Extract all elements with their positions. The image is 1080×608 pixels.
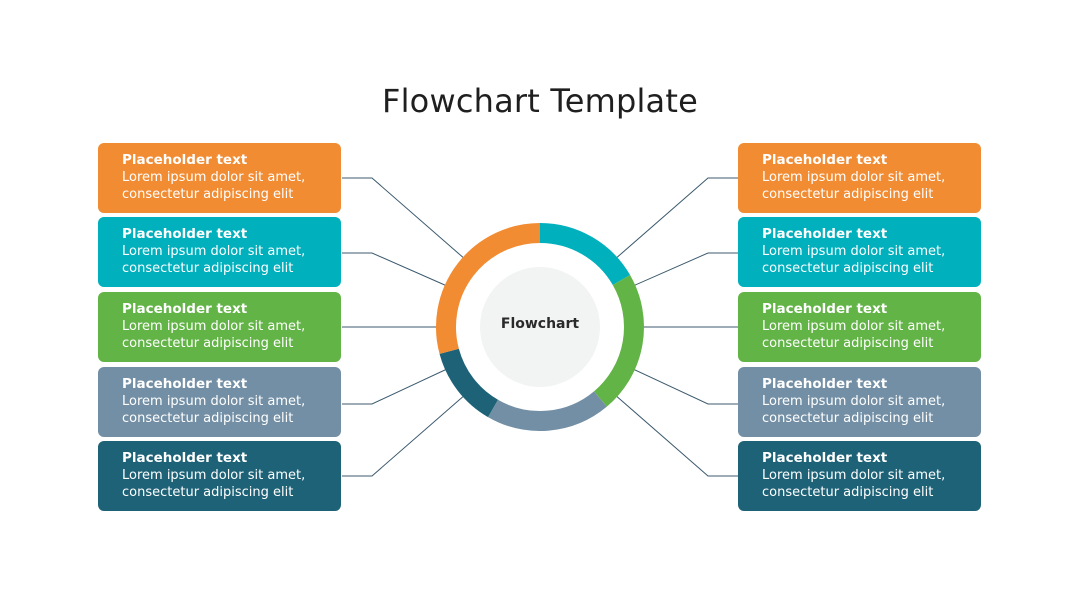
card-heading: Placeholder text — [122, 301, 248, 317]
card-right-3: Placeholder text Lorem ipsum dolor sit a… — [738, 292, 981, 362]
ring-segment-navy — [439, 348, 499, 418]
card-heading: Placeholder text — [122, 376, 248, 392]
card-heading: Placeholder text — [762, 301, 888, 317]
card-heading: Placeholder text — [762, 226, 888, 242]
card-heading: Placeholder text — [762, 152, 888, 168]
card-heading: Placeholder text — [122, 450, 248, 466]
card-left-3: Placeholder text Lorem ipsum dolor sit a… — [98, 292, 341, 362]
card-right-1: Placeholder text Lorem ipsum dolor sit a… — [738, 143, 981, 213]
card-right-5: Placeholder text Lorem ipsum dolor sit a… — [738, 441, 981, 511]
card-text-line1: Lorem ipsum dolor sit amet, — [122, 244, 306, 259]
card-text-line1: Lorem ipsum dolor sit amet, — [762, 170, 946, 185]
card-text-line1: Lorem ipsum dolor sit amet, — [122, 319, 306, 334]
connector-line-6 — [613, 177, 738, 261]
card-text-line2: consectetur adipiscing elit — [122, 261, 294, 276]
card-text-line1: Lorem ipsum dolor sit amet, — [762, 244, 946, 259]
card-text-line2: consectetur adipiscing elit — [762, 411, 934, 426]
connector-line-4 — [342, 368, 448, 405]
connector-lines — [342, 177, 738, 477]
connector-line-5 — [342, 393, 467, 477]
card-left-4: Placeholder text Lorem ipsum dolor sit a… — [98, 367, 341, 437]
card-text-line1: Lorem ipsum dolor sit amet, — [762, 468, 946, 483]
ring-segment-orange — [436, 223, 541, 354]
page-title: Flowchart Template — [381, 82, 699, 120]
card-text-line1: Lorem ipsum dolor sit amet, — [122, 394, 306, 409]
card-right-4: Placeholder text Lorem ipsum dolor sit a… — [738, 367, 981, 437]
card-text-line1: Lorem ipsum dolor sit amet, — [122, 170, 306, 185]
card-text-line2: consectetur adipiscing elit — [762, 261, 934, 276]
ring-segment-teal — [539, 223, 631, 286]
card-heading: Placeholder text — [762, 376, 888, 392]
card-heading: Placeholder text — [122, 226, 248, 242]
card-left-5: Placeholder text Lorem ipsum dolor sit a… — [98, 441, 341, 511]
card-text-line2: consectetur adipiscing elit — [762, 187, 934, 202]
card-text-line2: consectetur adipiscing elit — [122, 411, 294, 426]
connector-line-7 — [632, 252, 738, 287]
card-text-line2: consectetur adipiscing elit — [122, 187, 294, 202]
card-text-line2: consectetur adipiscing elit — [762, 485, 934, 500]
ring-segment-slate — [488, 391, 607, 431]
connector-line-9 — [632, 368, 738, 405]
card-right-2: Placeholder text Lorem ipsum dolor sit a… — [738, 217, 981, 287]
connector-line-2 — [342, 252, 448, 287]
card-left-2: Placeholder text Lorem ipsum dolor sit a… — [98, 217, 341, 287]
card-left-1: Placeholder text Lorem ipsum dolor sit a… — [98, 143, 341, 213]
card-text-line2: consectetur adipiscing elit — [122, 336, 294, 351]
ring — [436, 223, 644, 431]
card-text-line2: consectetur adipiscing elit — [122, 485, 294, 500]
card-heading: Placeholder text — [762, 450, 888, 466]
card-text-line2: consectetur adipiscing elit — [762, 336, 934, 351]
center-label: Flowchart — [500, 316, 580, 332]
center-circle — [480, 267, 600, 387]
card-text-line1: Lorem ipsum dolor sit amet, — [762, 319, 946, 334]
card-heading: Placeholder text — [122, 152, 248, 168]
card-text-line1: Lorem ipsum dolor sit amet, — [762, 394, 946, 409]
ring-segment-green — [593, 275, 644, 407]
connector-line-10 — [613, 393, 738, 477]
connector-line-1 — [342, 177, 467, 261]
card-text-line1: Lorem ipsum dolor sit amet, — [122, 468, 306, 483]
